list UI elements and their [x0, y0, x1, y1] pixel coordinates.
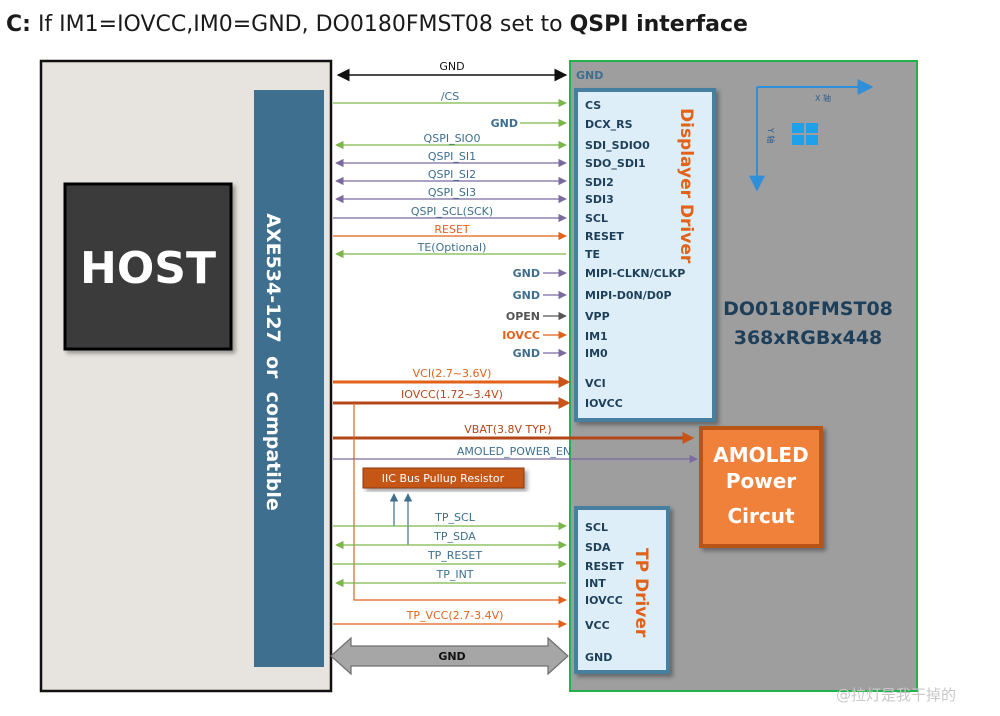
display-pin-vci: VCI [585, 377, 606, 390]
display-pin-iovcc: IOVCC [585, 397, 623, 410]
tp-iovcc-loop [353, 403, 567, 605]
amoled-power-circuit: AMOLED Power Circut [699, 426, 823, 548]
display-pin-reset: RESET [585, 230, 624, 243]
display-pin-cs: CS [585, 99, 601, 112]
display-pin-sdo-sdi1: SDO_SDI1 [585, 157, 646, 170]
x-axis-label: X 轴 [815, 93, 831, 103]
tp-pin-scl: SCL [585, 521, 608, 534]
panel-name: DO0180FMST08 [723, 298, 893, 320]
display-pin-dcx-rs: DCX_RS [585, 118, 633, 131]
im0-gnd-label: GND [513, 347, 540, 360]
windows-logo-icon [792, 123, 818, 145]
tp-pin-int: INT [585, 577, 606, 590]
panel-gnd-label: GND [576, 69, 603, 82]
iic-pullup-box [362, 467, 525, 489]
d0-gnd-label: GND [513, 289, 540, 302]
display-driver: Displayer Driver CS DCX_RS SDI_SDIO0SDO_SD… [574, 88, 716, 422]
tp-reset-label: TP_RESET [427, 549, 482, 562]
display-driver-title: Displayer Driver [676, 108, 696, 264]
dcx-gnd-label: GND [491, 117, 518, 130]
im1-iovcc-label: IOVCC [502, 329, 540, 342]
display-pin-im0: IM0 [585, 347, 608, 360]
amoled-line2: Power [726, 469, 796, 493]
vpp-open-label: OPEN [506, 310, 540, 323]
host-label: HOST [80, 243, 216, 294]
tp-int-label: TP_INT [435, 568, 473, 581]
bottom-gnd-arrow [330, 636, 569, 676]
te-label: TE(Optional) [417, 241, 487, 254]
clk-gnd-label: GND [513, 267, 540, 280]
host-chip [63, 182, 233, 351]
vci-label: VCI(2.7~3.6V) [413, 367, 492, 380]
vbat-label: VBAT(3.8V TYP.) [464, 423, 551, 436]
sio0-label: QSPI_SIO0 [424, 132, 481, 145]
amoled-en-label: AMOLED_POWER_EN [457, 445, 571, 458]
display-pin-scl: SCL [585, 212, 608, 225]
display-pin-sdi3: SDI3 [585, 193, 614, 206]
si1-label: QSPI_SI1 [428, 150, 476, 163]
amoled-line3: Circut [727, 504, 794, 528]
y-axis-label: Y 轴 [766, 127, 776, 143]
tp-pin-sda: SDA [585, 541, 611, 554]
tp-vcc-label: TP_VCC(2.7-3.4V) [406, 609, 504, 622]
panel-resolution: 368xRGBx448 [734, 327, 883, 349]
tp-pin-reset: RESET [585, 560, 624, 573]
display-pin-im1: IM1 [585, 330, 608, 343]
display-pin-sdi-sdio0: SDI_SDIO0 [585, 139, 650, 152]
display-pin-vpp: VPP [585, 310, 610, 323]
display-pin-sdi2: SDI2 [585, 176, 614, 189]
display-pin-mipi-d0n-d0p: MIPI-D0N/D0P [585, 289, 672, 302]
tp-pin-iovcc: IOVCC [585, 594, 623, 607]
reset-label: RESET [434, 223, 470, 236]
tp-driver-title: TP Driver [631, 548, 651, 638]
tp-pin-gnd: GND [585, 651, 612, 664]
tp-driver: TP Driver SCL SDA RESET INT IOVCC VCC GND [574, 506, 670, 674]
iic-pullup-label: IIC Bus Pullup Resistor [382, 472, 505, 485]
bottom-gnd-label: GND [438, 650, 465, 663]
cs-label: /CS [441, 90, 459, 103]
watermark: @拉灯是我干掉的 [836, 686, 956, 704]
tp-scl-label: TP_SCL [434, 511, 476, 524]
top-gnd-label: GND [439, 60, 464, 73]
host-connector: AXE534-127 or compatible [254, 90, 324, 667]
iovcc-label: IOVCC(1.72~3.4V) [401, 388, 503, 401]
si2-label: QSPI_SI2 [428, 168, 476, 181]
display-pin-te: TE [585, 248, 600, 261]
display-pin-mipi-clkn-clkp: MIPI-CLKN/CLKP [585, 267, 685, 280]
tp-pin-vcc: VCC [585, 619, 610, 632]
page-title: C: If IM1=IOVCC,IM0=GND, DO0180FMST08 se… [6, 12, 748, 37]
signal-lines: GND /CS GND QSPI_SIO0 QSPI_SI1 QSPI_SI2 … [330, 60, 698, 676]
amoled-line1: AMOLED [713, 443, 808, 467]
scl-label: QSPI_SCL(SCK) [411, 205, 493, 218]
connector-label: AXE534-127 or compatible [262, 213, 284, 511]
si3-label: QSPI_SI3 [428, 186, 476, 199]
tp-sda-label: TP_SDA [433, 530, 476, 543]
tp-driver-pins: SCL SDA RESET INT IOVCC VCC GND [585, 521, 624, 664]
